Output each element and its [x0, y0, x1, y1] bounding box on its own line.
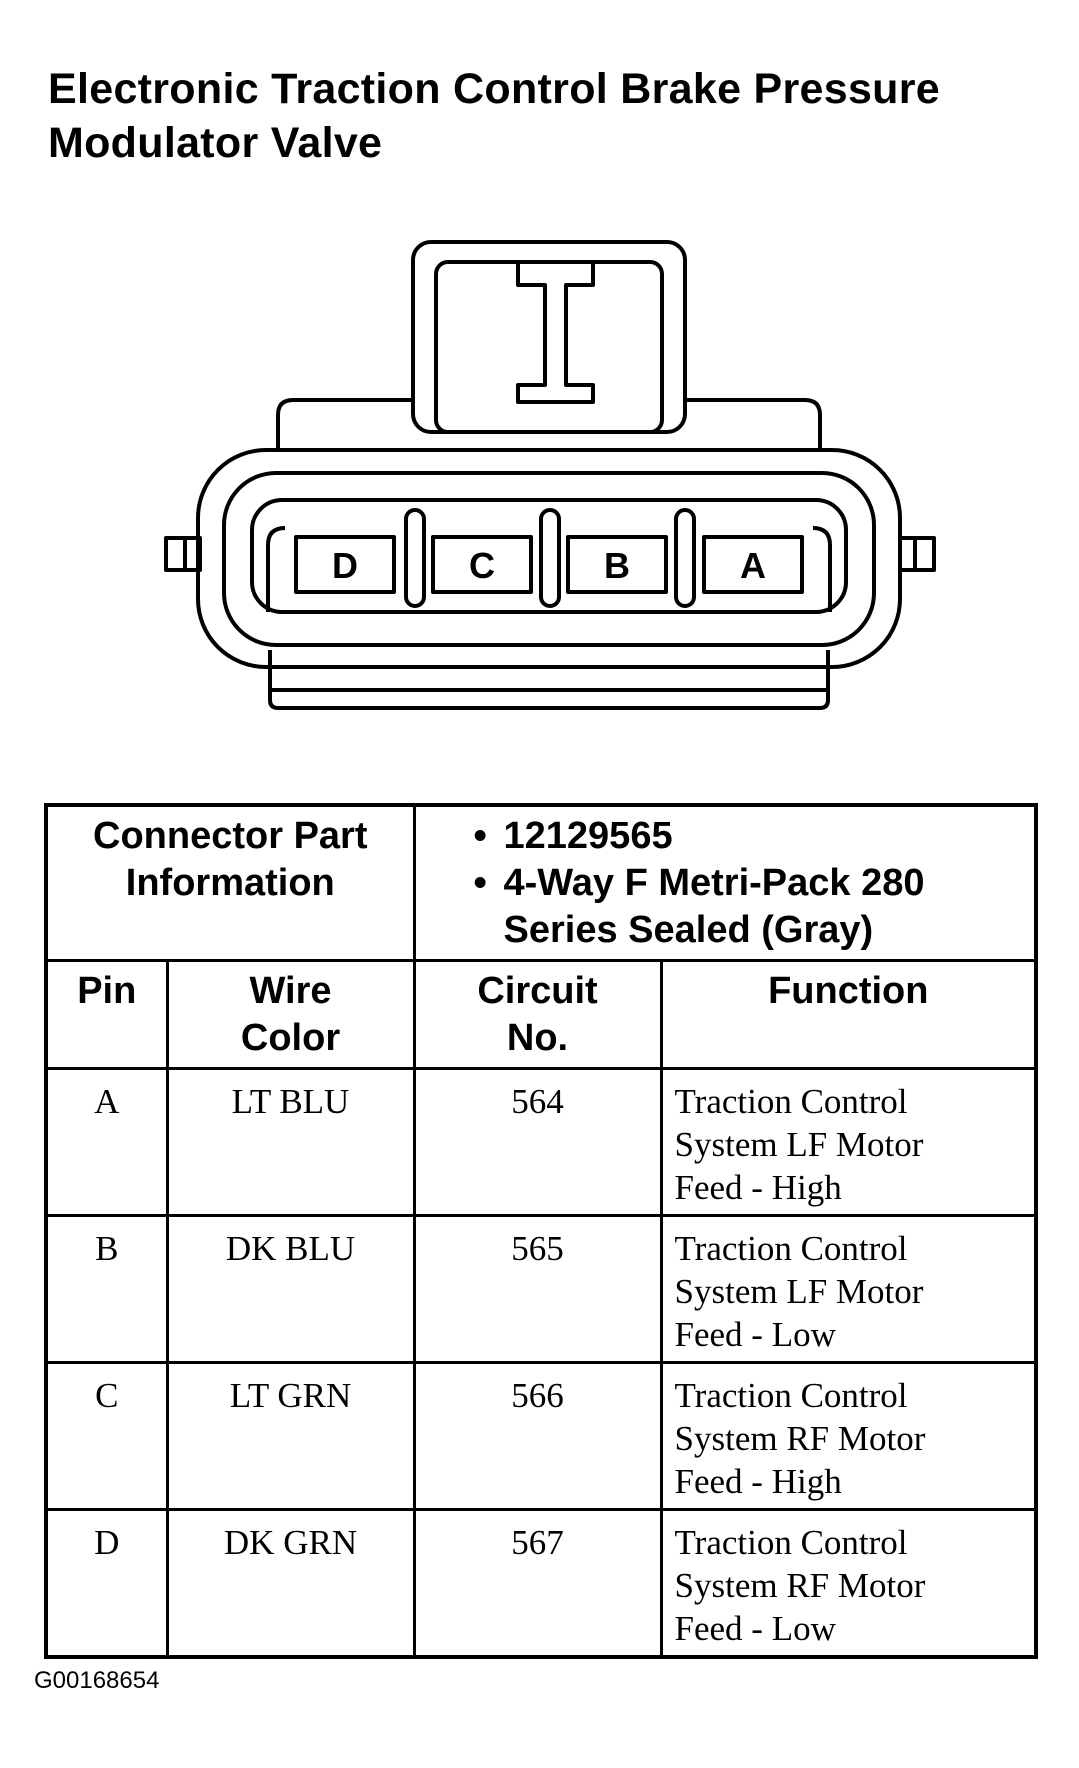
- circuit-cell: 566: [412, 1361, 663, 1512]
- pin-cell: B: [44, 1214, 169, 1365]
- circuit-cell: 564: [412, 1067, 663, 1218]
- pin-cell: A: [44, 1067, 169, 1218]
- header-function: Function: [659, 958, 1038, 1071]
- function-cell: Traction Control System LF Motor Feed - …: [659, 1067, 1038, 1218]
- cavity-divider: [539, 508, 561, 608]
- part-info-label: Connector Part Information: [44, 803, 416, 962]
- header-wire-color: Wire Color: [165, 958, 416, 1071]
- cavity-divider: [674, 508, 696, 608]
- function-cell: Traction Control System RF Motor Feed - …: [659, 1508, 1038, 1659]
- table-row: C LT GRN 566 Traction Control System RF …: [44, 1361, 1038, 1512]
- figure-code: G00168654: [34, 1667, 160, 1694]
- pin-box-c: [431, 535, 533, 594]
- connector-body-outer: [196, 448, 902, 669]
- connector-info-table: Connector Part Information 12129565 4-Wa…: [44, 803, 1039, 1659]
- part-description-line-1: 4-Way F Metri-Pack 280: [503, 862, 925, 904]
- header-circuit-no: Circuit No.: [412, 958, 663, 1071]
- connector-shoulder: [276, 398, 822, 452]
- wire-color-cell: DK GRN: [165, 1508, 416, 1659]
- pin-cell: C: [44, 1361, 169, 1512]
- circuit-cell: 565: [412, 1214, 663, 1365]
- wire-color-cell: LT GRN: [165, 1361, 416, 1512]
- pin-box-d: [294, 535, 396, 594]
- header-row: Pin Wire Color Circuit No. Function: [44, 958, 1038, 1071]
- table-row: D DK GRN 567 Traction Control System RF …: [44, 1508, 1038, 1659]
- part-description-line-2: Series Sealed (Gray): [503, 909, 874, 951]
- pin-box-a: [702, 535, 804, 594]
- part-info-label-line-2: Information: [125, 862, 335, 904]
- connector-body-inner: [222, 471, 876, 647]
- pin-cell: D: [44, 1508, 169, 1659]
- function-cell: Traction Control System LF Motor Feed - …: [659, 1214, 1038, 1365]
- pin-label-d: D: [332, 545, 358, 586]
- connector-cavity: [250, 498, 848, 614]
- part-info-row: Connector Part Information 12129565 4-Wa…: [44, 803, 1038, 962]
- wire-color-cell: DK BLU: [165, 1214, 416, 1365]
- pin-label-b: B: [604, 545, 630, 586]
- wire-color-cell: LT BLU: [165, 1067, 416, 1218]
- diagram-title: Electronic Traction Control Brake Pressu…: [48, 62, 1048, 170]
- connector-skirt: [268, 650, 830, 710]
- cavity-divider: [404, 508, 426, 608]
- table-row: B DK BLU 565 Traction Control System LF …: [44, 1214, 1038, 1365]
- part-info-label-line-1: Connector Part: [93, 815, 368, 857]
- title-line-2: Modulator Valve: [48, 119, 383, 167]
- title-line-1: Electronic Traction Control Brake Pressu…: [48, 65, 940, 113]
- part-description: 4-Way F Metri-Pack 280 Series Sealed (Gr…: [474, 860, 1035, 954]
- part-info-values: 12129565 4-Way F Metri-Pack 280 Series S…: [412, 803, 1038, 962]
- pin-label-c: C: [469, 545, 495, 586]
- connector-diagram: D C B A: [164, 240, 936, 710]
- table-row: A LT BLU 564 Traction Control System LF …: [44, 1067, 1038, 1218]
- pin-label-a: A: [740, 545, 766, 586]
- pin-box-b: [566, 535, 668, 594]
- circuit-cell: 567: [412, 1508, 663, 1659]
- part-number: 12129565: [474, 813, 1035, 860]
- function-cell: Traction Control System RF Motor Feed - …: [659, 1361, 1038, 1512]
- header-pin: Pin: [44, 958, 169, 1071]
- connector-lock-tab: [411, 240, 687, 434]
